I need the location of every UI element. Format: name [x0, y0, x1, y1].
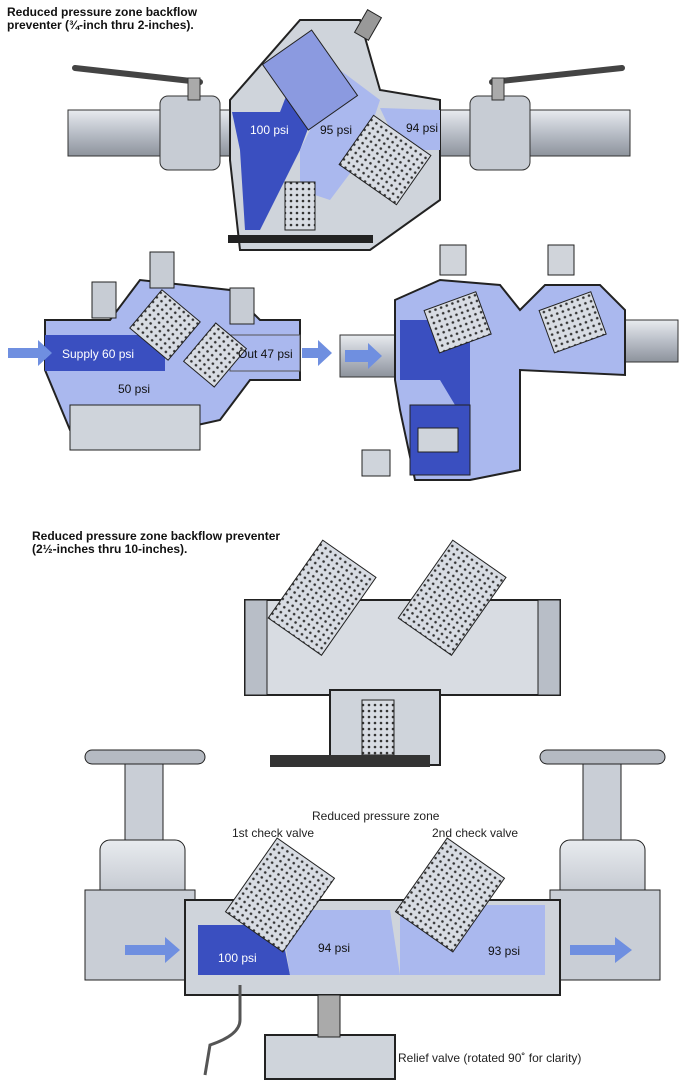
water-middle	[300, 70, 380, 200]
check-valve-fig5-1	[224, 837, 336, 953]
check-valve-fig5-2	[394, 837, 506, 953]
handwheel-left	[84, 749, 206, 765]
figure-large-rpz-bottom: Reduced pressure zone 1st check valve 2n…	[84, 749, 666, 1080]
pressure-fig5-93: 93 psi	[488, 944, 520, 958]
check-valve-1	[261, 29, 359, 131]
figure-small-rpz: 100 psi 95 psi 94 psi	[67, 9, 631, 251]
check-valve-fig4-2	[397, 539, 507, 656]
figure-supply-out: Supply 60 psi 50 psi Out 47 psi	[8, 251, 332, 451]
label-out-47: Out 47 psi	[238, 347, 293, 361]
water-fig5-middle	[280, 910, 400, 975]
check-valve-2	[338, 114, 432, 206]
pressure-label-95: 95 psi	[320, 123, 352, 137]
relief-valve	[284, 181, 316, 231]
figure-large-rpz-top	[244, 539, 561, 767]
flow-arrow-in	[8, 340, 52, 366]
pressure-label-94: 94 psi	[406, 121, 438, 135]
label-reduced-pressure-zone: Reduced pressure zone	[312, 809, 440, 823]
flow-arrow-fig5-out	[570, 937, 632, 963]
pressure-fig5-100: 100 psi	[218, 951, 257, 965]
flow-arrow-fig3	[345, 343, 382, 369]
ball-valve-right	[469, 95, 531, 171]
check-valve-fig4-1	[267, 539, 377, 656]
flow-arrow-out	[302, 340, 332, 366]
label-1st-check-valve: 1st check valve	[232, 826, 314, 840]
label-relief-valve: Relief valve (rotated 90˚ for clarity)	[398, 1051, 581, 1065]
label-2nd-check-valve: 2nd check valve	[432, 826, 518, 840]
pressure-label-100: 100 psi	[250, 123, 289, 137]
handwheel-right	[539, 749, 666, 765]
label-supply-60: Supply 60 psi	[62, 347, 134, 361]
title-small-unit: Reduced pressure zone backflow preventer…	[7, 5, 198, 32]
figure-cutaway-right	[339, 244, 679, 481]
relief-valve-fig5	[264, 1034, 396, 1080]
pipe-fig3-right	[619, 319, 679, 363]
pressure-fig5-94: 94 psi	[318, 941, 350, 955]
flow-arrow-fig5-in	[125, 937, 180, 963]
valve-handle-right	[489, 65, 625, 85]
label-50psi: 50 psi	[118, 382, 150, 396]
ball-valve-left	[159, 95, 221, 171]
valve-handle-left	[72, 65, 203, 85]
title-large-unit: Reduced pressure zone backflow preventer…	[32, 529, 281, 556]
